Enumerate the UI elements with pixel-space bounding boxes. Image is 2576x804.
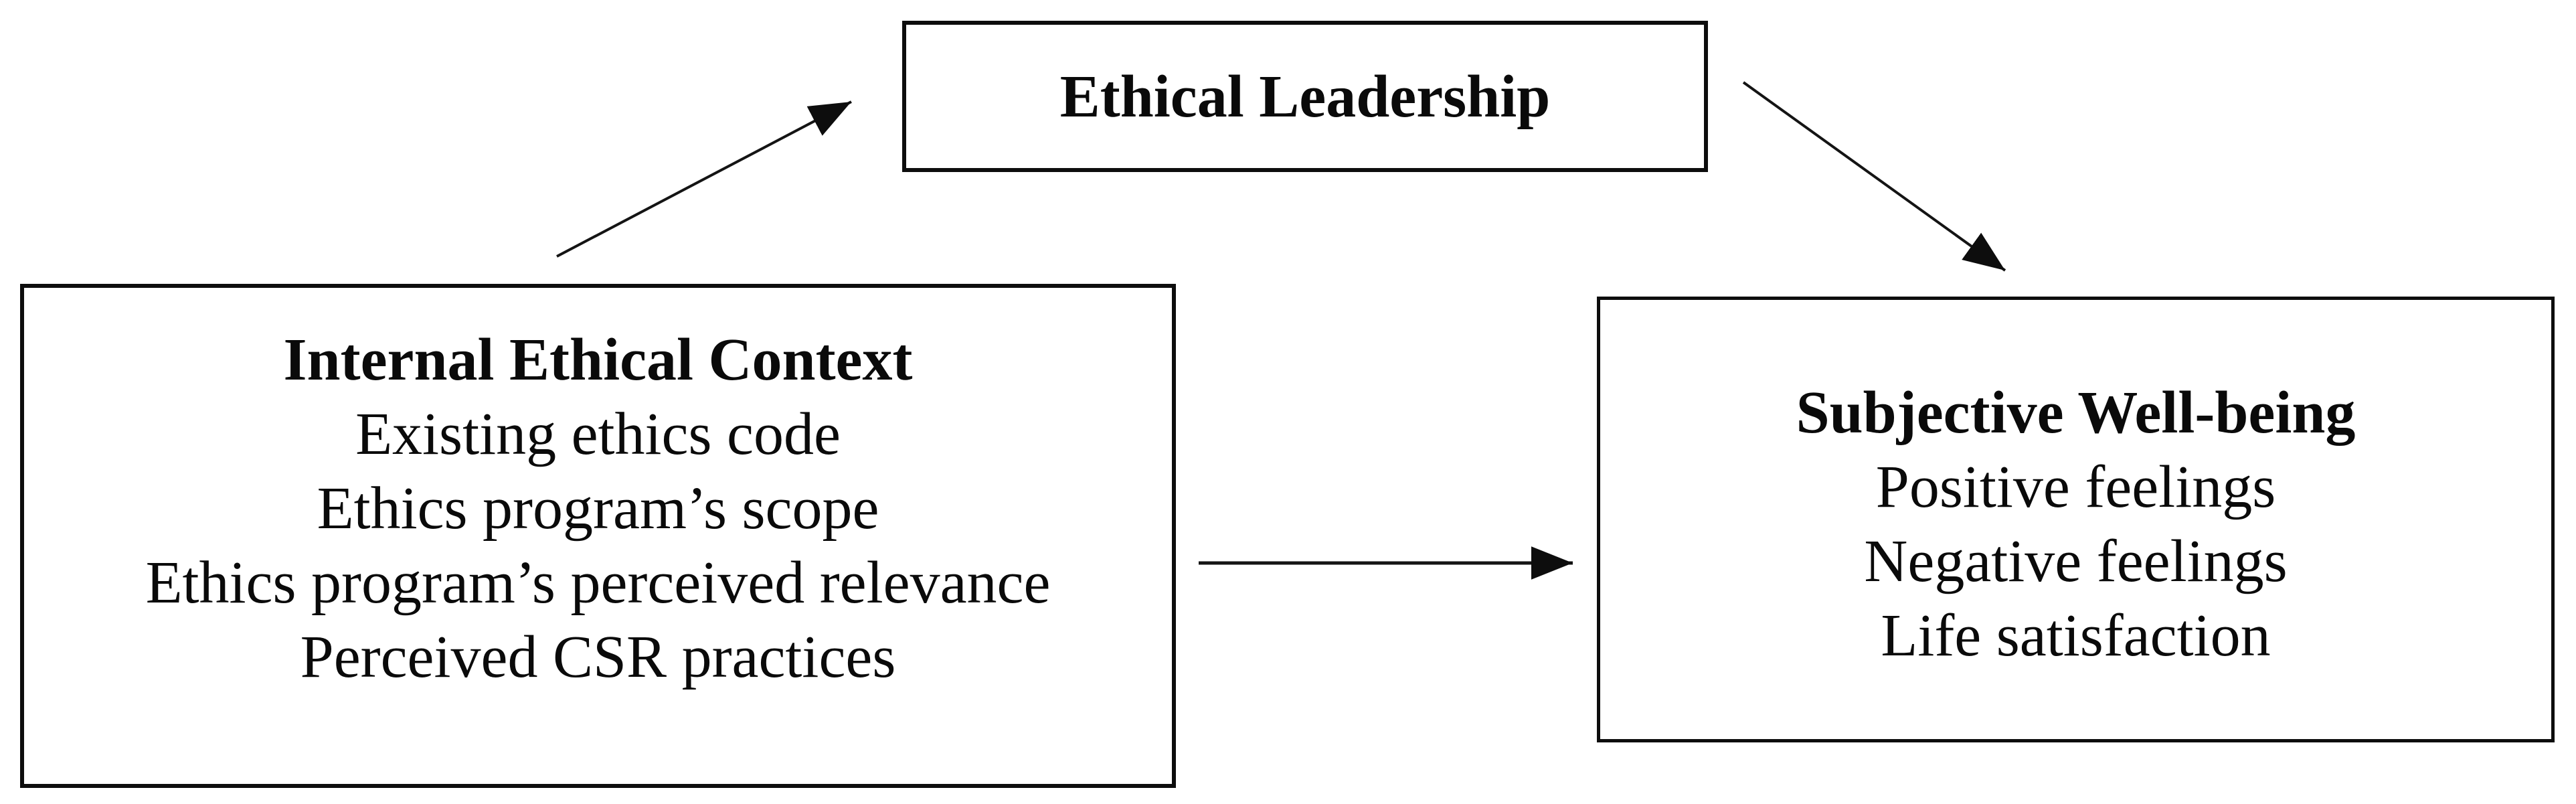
- internal-ethical-context-item: Ethics program’s perceived relevance: [145, 550, 1051, 616]
- internal-ethical-context-item: Perceived CSR practices: [300, 624, 896, 690]
- arrow-leadership-to-wellbeing: [1742, 81, 2006, 272]
- ethical-leadership-title: Ethical Leadership: [1059, 63, 1551, 130]
- node-ethical-leadership: Ethical Leadership: [902, 21, 1708, 172]
- node-internal-ethical-context: Internal Ethical Context Existing ethics…: [20, 284, 1176, 788]
- internal-ethical-context-title: Internal Ethical Context: [283, 327, 913, 393]
- subjective-well-being-title: Subjective Well-being: [1796, 380, 2356, 446]
- internal-ethical-context-item: Existing ethics code: [355, 401, 841, 467]
- subjective-well-being-item: Negative feelings: [1864, 528, 2288, 594]
- internal-ethical-context-item: Ethics program’s scope: [317, 475, 879, 542]
- subjective-well-being-item: Life satisfaction: [1881, 602, 2271, 669]
- subjective-well-being-item: Positive feelings: [1875, 454, 2276, 520]
- node-subjective-well-being: Subjective Well-being Positive feelings …: [1597, 297, 2555, 742]
- arrow-context-to-leadership: [556, 100, 852, 258]
